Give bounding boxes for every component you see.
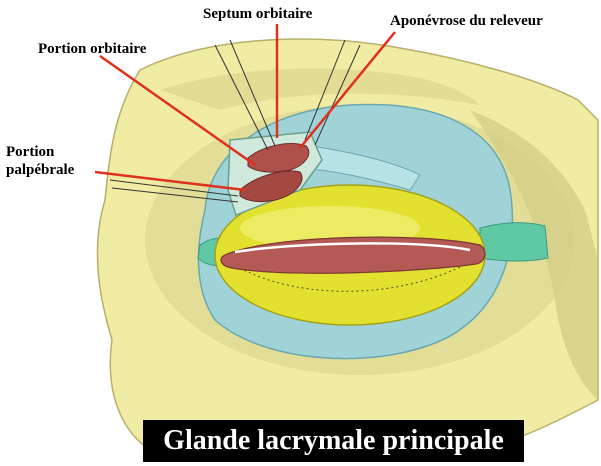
label-aponevrose-du-releveur: Aponévrose du releveur: [390, 13, 543, 29]
retractor-lines: [109, 39, 361, 203]
bone-shading-top: [160, 68, 480, 110]
leader-portion-palpebrale: [94, 170, 246, 192]
bone-shading-right: [470, 110, 598, 400]
leader-portion-orbitaire: [99, 54, 256, 167]
label-portion-palpebrale-line1: Portion: [6, 144, 55, 160]
eyelid-margin-line: [234, 242, 471, 254]
label-septum-orbitaire: Septum orbitaire: [203, 6, 313, 22]
eyelashes: [239, 261, 471, 292]
label-portion-palpebrale: Portion palpébrale: [6, 143, 74, 179]
lateral-palpebral-ligament: [479, 222, 549, 262]
label-portion-orbitaire: Portion orbitaire: [38, 41, 147, 57]
aponeurosis: [299, 144, 421, 191]
leader-lines: [94, 24, 396, 192]
label-portion-palpebrale-line2: palpébrale: [6, 162, 75, 178]
figure-caption: Glande lacrymale principale: [143, 420, 524, 462]
lacrimal-gland-palpebral: [239, 170, 303, 203]
leader-aponevrose: [299, 31, 396, 149]
